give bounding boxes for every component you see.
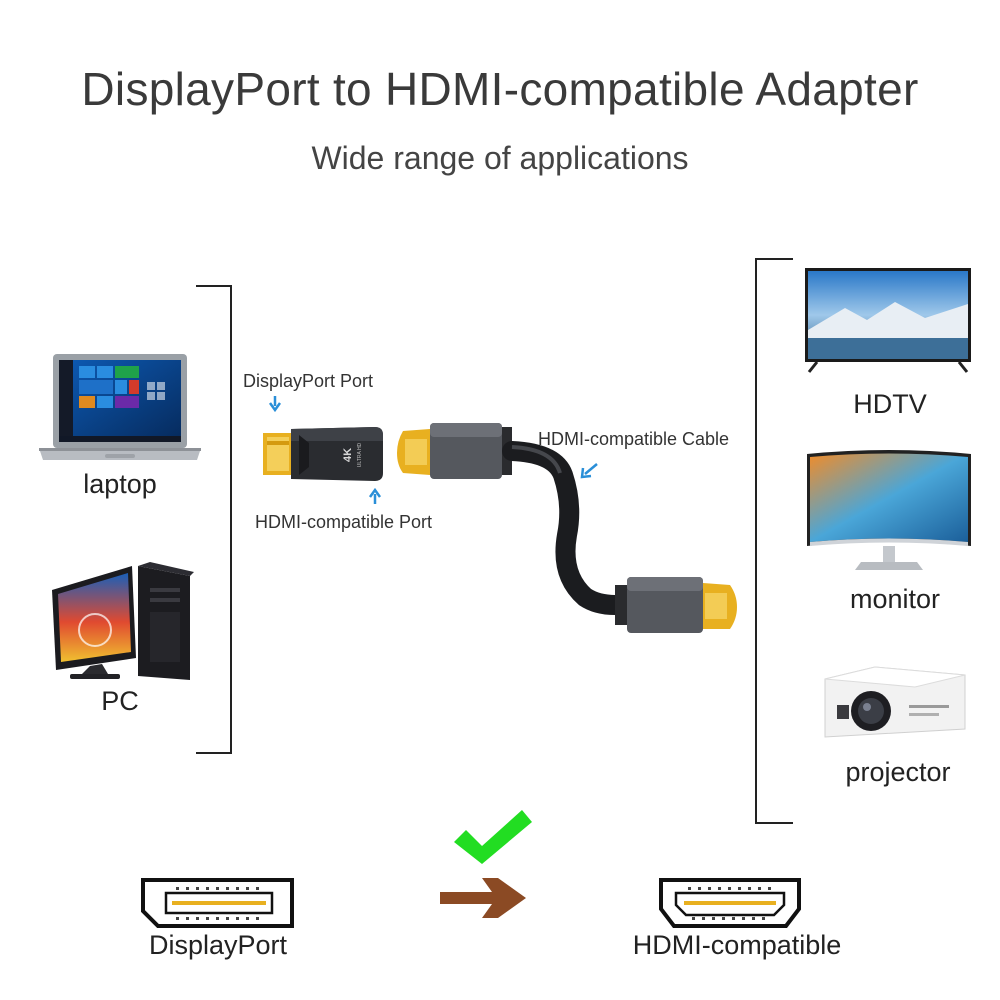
displayport-label: DisplayPort — [148, 930, 288, 960]
check-icon — [452, 808, 534, 866]
callout-hdmi-cable: HDMI-compatible Cable — [538, 429, 730, 449]
pc-label: PC — [101, 686, 139, 716]
page-subtitle: Wide range of applications — [311, 140, 689, 176]
page-title: DisplayPort to HDMI-compatible Adapter — [81, 63, 919, 115]
arrow-right-icon — [440, 876, 530, 920]
monitor-image — [805, 450, 973, 575]
callout-arrow-up-icon — [368, 488, 382, 504]
displayport-connector-icon — [140, 877, 295, 929]
callout-displayport-port: DisplayPort Port — [243, 371, 374, 391]
projector-image — [815, 665, 970, 743]
pc-image — [50, 558, 195, 683]
callout-arrow-diagonal-icon — [579, 462, 599, 480]
adapter-cable-image: 4K ULTRA HD — [255, 415, 745, 645]
callout-hdmi-port: HDMI-compatible Port — [255, 512, 433, 532]
display-bracket — [755, 258, 793, 824]
adapter-badge-bottom: ULTRA HD — [357, 442, 363, 467]
monitor-label: monitor — [849, 584, 941, 614]
projector-label: projector — [845, 757, 951, 787]
source-bracket — [196, 285, 232, 754]
hdmi-label: HDMI-compatible — [632, 930, 842, 960]
hdtv-image — [805, 268, 973, 376]
callout-arrow-down-icon — [268, 396, 282, 412]
hdmi-connector-icon — [658, 877, 802, 929]
laptop-image — [35, 352, 205, 464]
hdtv-label: HDTV — [853, 389, 927, 419]
adapter-badge-top: 4K — [342, 448, 354, 462]
laptop-label: laptop — [83, 469, 157, 499]
